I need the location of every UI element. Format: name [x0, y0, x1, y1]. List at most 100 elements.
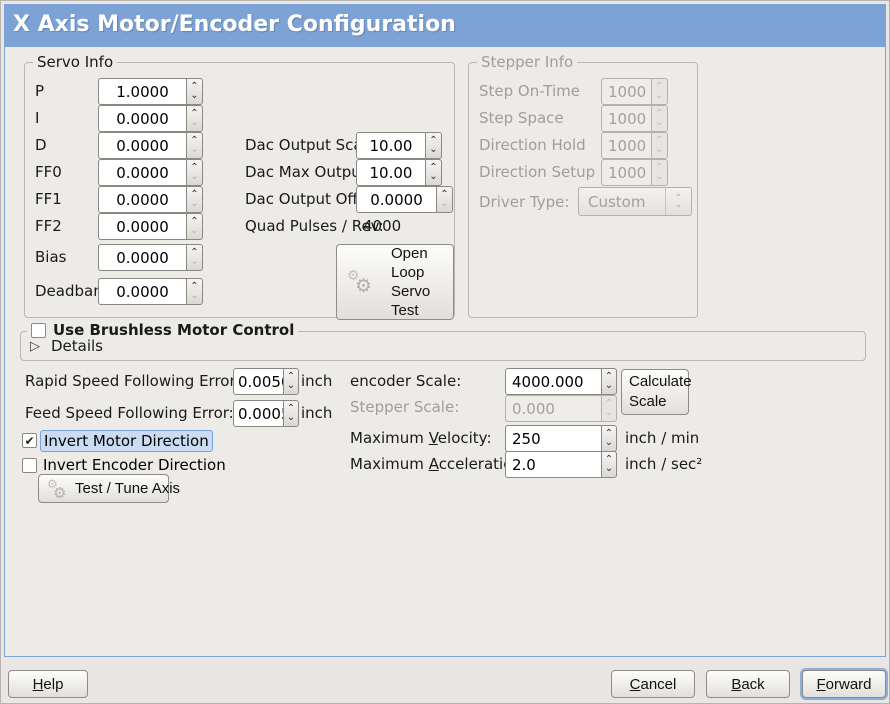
dac-output-offset-spinbox: 0.0000 [356, 186, 453, 213]
page-title: X Axis Motor/Encoder Configuration [4, 4, 886, 46]
test-tune-axis-button[interactable]: ⚙ ⚙ Test / Tune Axis [38, 474, 180, 503]
open-loop-servo-test-button[interactable]: ⚙ ⚙ Open Loop Servo Test [336, 244, 454, 320]
stepper-scale-input: 0.000 [505, 395, 601, 422]
max-velocity-label: Maximum Velocity: [350, 429, 492, 447]
step-on-time-spinbox: 1000 [601, 78, 668, 105]
max-velocity-spinbox: 250 [505, 425, 617, 452]
spin-down-icon[interactable] [187, 258, 202, 271]
invert-motor-label[interactable]: Invert Motor Direction [40, 430, 213, 452]
use-brushless-label: Use Brushless Motor Control [53, 321, 295, 339]
ff0-input[interactable]: 0.0000 [98, 159, 186, 186]
spin-down-icon[interactable] [426, 173, 441, 186]
step-space-spinbox: 1000 [601, 105, 668, 132]
spin-down-icon[interactable] [602, 439, 616, 452]
p-label: P [35, 82, 45, 100]
rapid-following-error-input[interactable]: 0.0050 [233, 368, 283, 395]
check-icon: ✔ [24, 433, 35, 448]
direction-hold-input: 1000 [601, 132, 651, 159]
step-space-label: Step Space [479, 109, 564, 127]
dac-output-offset-input[interactable]: 0.0000 [356, 186, 436, 213]
feed-following-error-label: Feed Speed Following Error: [25, 404, 234, 422]
dac-output-scale-spinbox: 10.00 [356, 132, 442, 159]
details-expander-label[interactable]: Details [51, 337, 104, 355]
ff0-spinbox: 0.0000 [98, 159, 203, 186]
spin-down-icon[interactable] [426, 146, 441, 159]
encoder-scale-input[interactable]: 4000.000 [505, 368, 601, 395]
spin-down-icon[interactable] [187, 227, 202, 240]
invert-encoder-checkbox[interactable] [22, 458, 37, 473]
i-spinbox: 0.0000 [98, 105, 203, 132]
bias-spinbox: 0.0000 [98, 244, 203, 271]
rapid-following-error-label: Rapid Speed Following Error: [25, 372, 241, 390]
spin-down-icon[interactable] [187, 92, 202, 105]
spin-down-icon[interactable] [187, 200, 202, 213]
max-acceleration-spinbox: 2.0 [505, 451, 617, 478]
spin-down-icon[interactable] [284, 382, 298, 395]
driver-type-combobox: Custom ⌃⌄ [578, 187, 692, 216]
ff0-label: FF0 [35, 163, 62, 181]
spin-down-icon[interactable] [187, 173, 202, 186]
ff1-spinbox: 0.0000 [98, 186, 203, 213]
direction-setup-input: 1000 [601, 159, 651, 186]
use-brushless-checkbox[interactable] [31, 323, 46, 338]
ff2-label: FF2 [35, 217, 62, 235]
main-content: Servo Info P 1.0000 I 0.0000 D 0.0000 FF… [4, 46, 886, 657]
servo-info-frame: Servo Info P 1.0000 I 0.0000 D 0.0000 FF… [24, 53, 455, 320]
feed-following-error-input[interactable]: 0.0005 [233, 400, 283, 427]
rapid-following-error-spinbox: 0.0050 [233, 368, 299, 395]
spin-down-icon[interactable] [284, 414, 298, 427]
max-acceleration-label: Maximum Acceleration: [350, 455, 527, 473]
direction-setup-spinbox: 1000 [601, 159, 668, 186]
direction-hold-spinbox: 1000 [601, 132, 668, 159]
stepper-scale-spinbox: 0.000 [505, 395, 617, 422]
step-on-time-input: 1000 [601, 78, 651, 105]
ff1-input[interactable]: 0.0000 [98, 186, 186, 213]
test-tune-axis-label: Test / Tune Axis [75, 480, 181, 497]
quad-pulses-value: 4000 [363, 217, 402, 235]
spin-down-icon [652, 146, 667, 159]
bias-label: Bias [35, 248, 67, 266]
feed-following-error-unit: inch [301, 404, 333, 422]
gears-icon: ⚙ ⚙ [347, 267, 373, 297]
max-acceleration-unit: inch / sec² [625, 455, 703, 473]
dac-max-output-label: Dac Max Output: [245, 163, 372, 181]
d-input[interactable]: 0.0000 [98, 132, 186, 159]
stepper-info-legend: Stepper Info [477, 53, 578, 72]
spin-down-icon[interactable] [187, 292, 202, 305]
bias-input[interactable]: 0.0000 [98, 244, 186, 271]
spin-down-icon[interactable] [437, 200, 452, 213]
expander-icon[interactable]: ▷ [30, 339, 40, 354]
max-velocity-input[interactable]: 250 [505, 425, 601, 452]
step-on-time-label: Step On-Time [479, 82, 580, 100]
i-label: I [35, 109, 40, 127]
dac-output-scale-input[interactable]: 10.00 [356, 132, 425, 159]
stepper-scale-label: Stepper Scale: [350, 398, 460, 416]
deadband-input[interactable]: 0.0000 [98, 278, 186, 305]
calculate-scale-button[interactable]: Calculate Scale [621, 369, 692, 415]
spin-down-icon[interactable] [187, 119, 202, 132]
spin-down-icon[interactable] [187, 146, 202, 159]
servo-info-legend: Servo Info [33, 53, 118, 72]
brushless-legend: Use Brushless Motor Control [27, 321, 299, 340]
max-velocity-unit: inch / min [625, 429, 700, 447]
dac-max-output-input[interactable]: 10.00 [356, 159, 425, 186]
p-input[interactable]: 1.0000 [98, 78, 186, 105]
p-spin-buttons [186, 78, 203, 105]
max-acceleration-input[interactable]: 2.0 [505, 451, 601, 478]
feed-following-error-spinbox: 0.0005 [233, 400, 299, 427]
i-input[interactable]: 0.0000 [98, 105, 186, 132]
spin-down-icon[interactable] [602, 465, 616, 478]
ff2-input[interactable]: 0.0000 [98, 213, 186, 240]
invert-motor-checkbox[interactable]: ✔ [22, 433, 37, 448]
spin-down-icon [652, 173, 667, 186]
step-space-input: 1000 [601, 105, 651, 132]
invert-encoder-label[interactable]: Invert Encoder Direction [43, 456, 226, 474]
spin-down-icon[interactable] [602, 382, 616, 395]
deadband-spinbox: 0.0000 [98, 278, 203, 305]
encoder-scale-spinbox: 4000.000 [505, 368, 617, 395]
